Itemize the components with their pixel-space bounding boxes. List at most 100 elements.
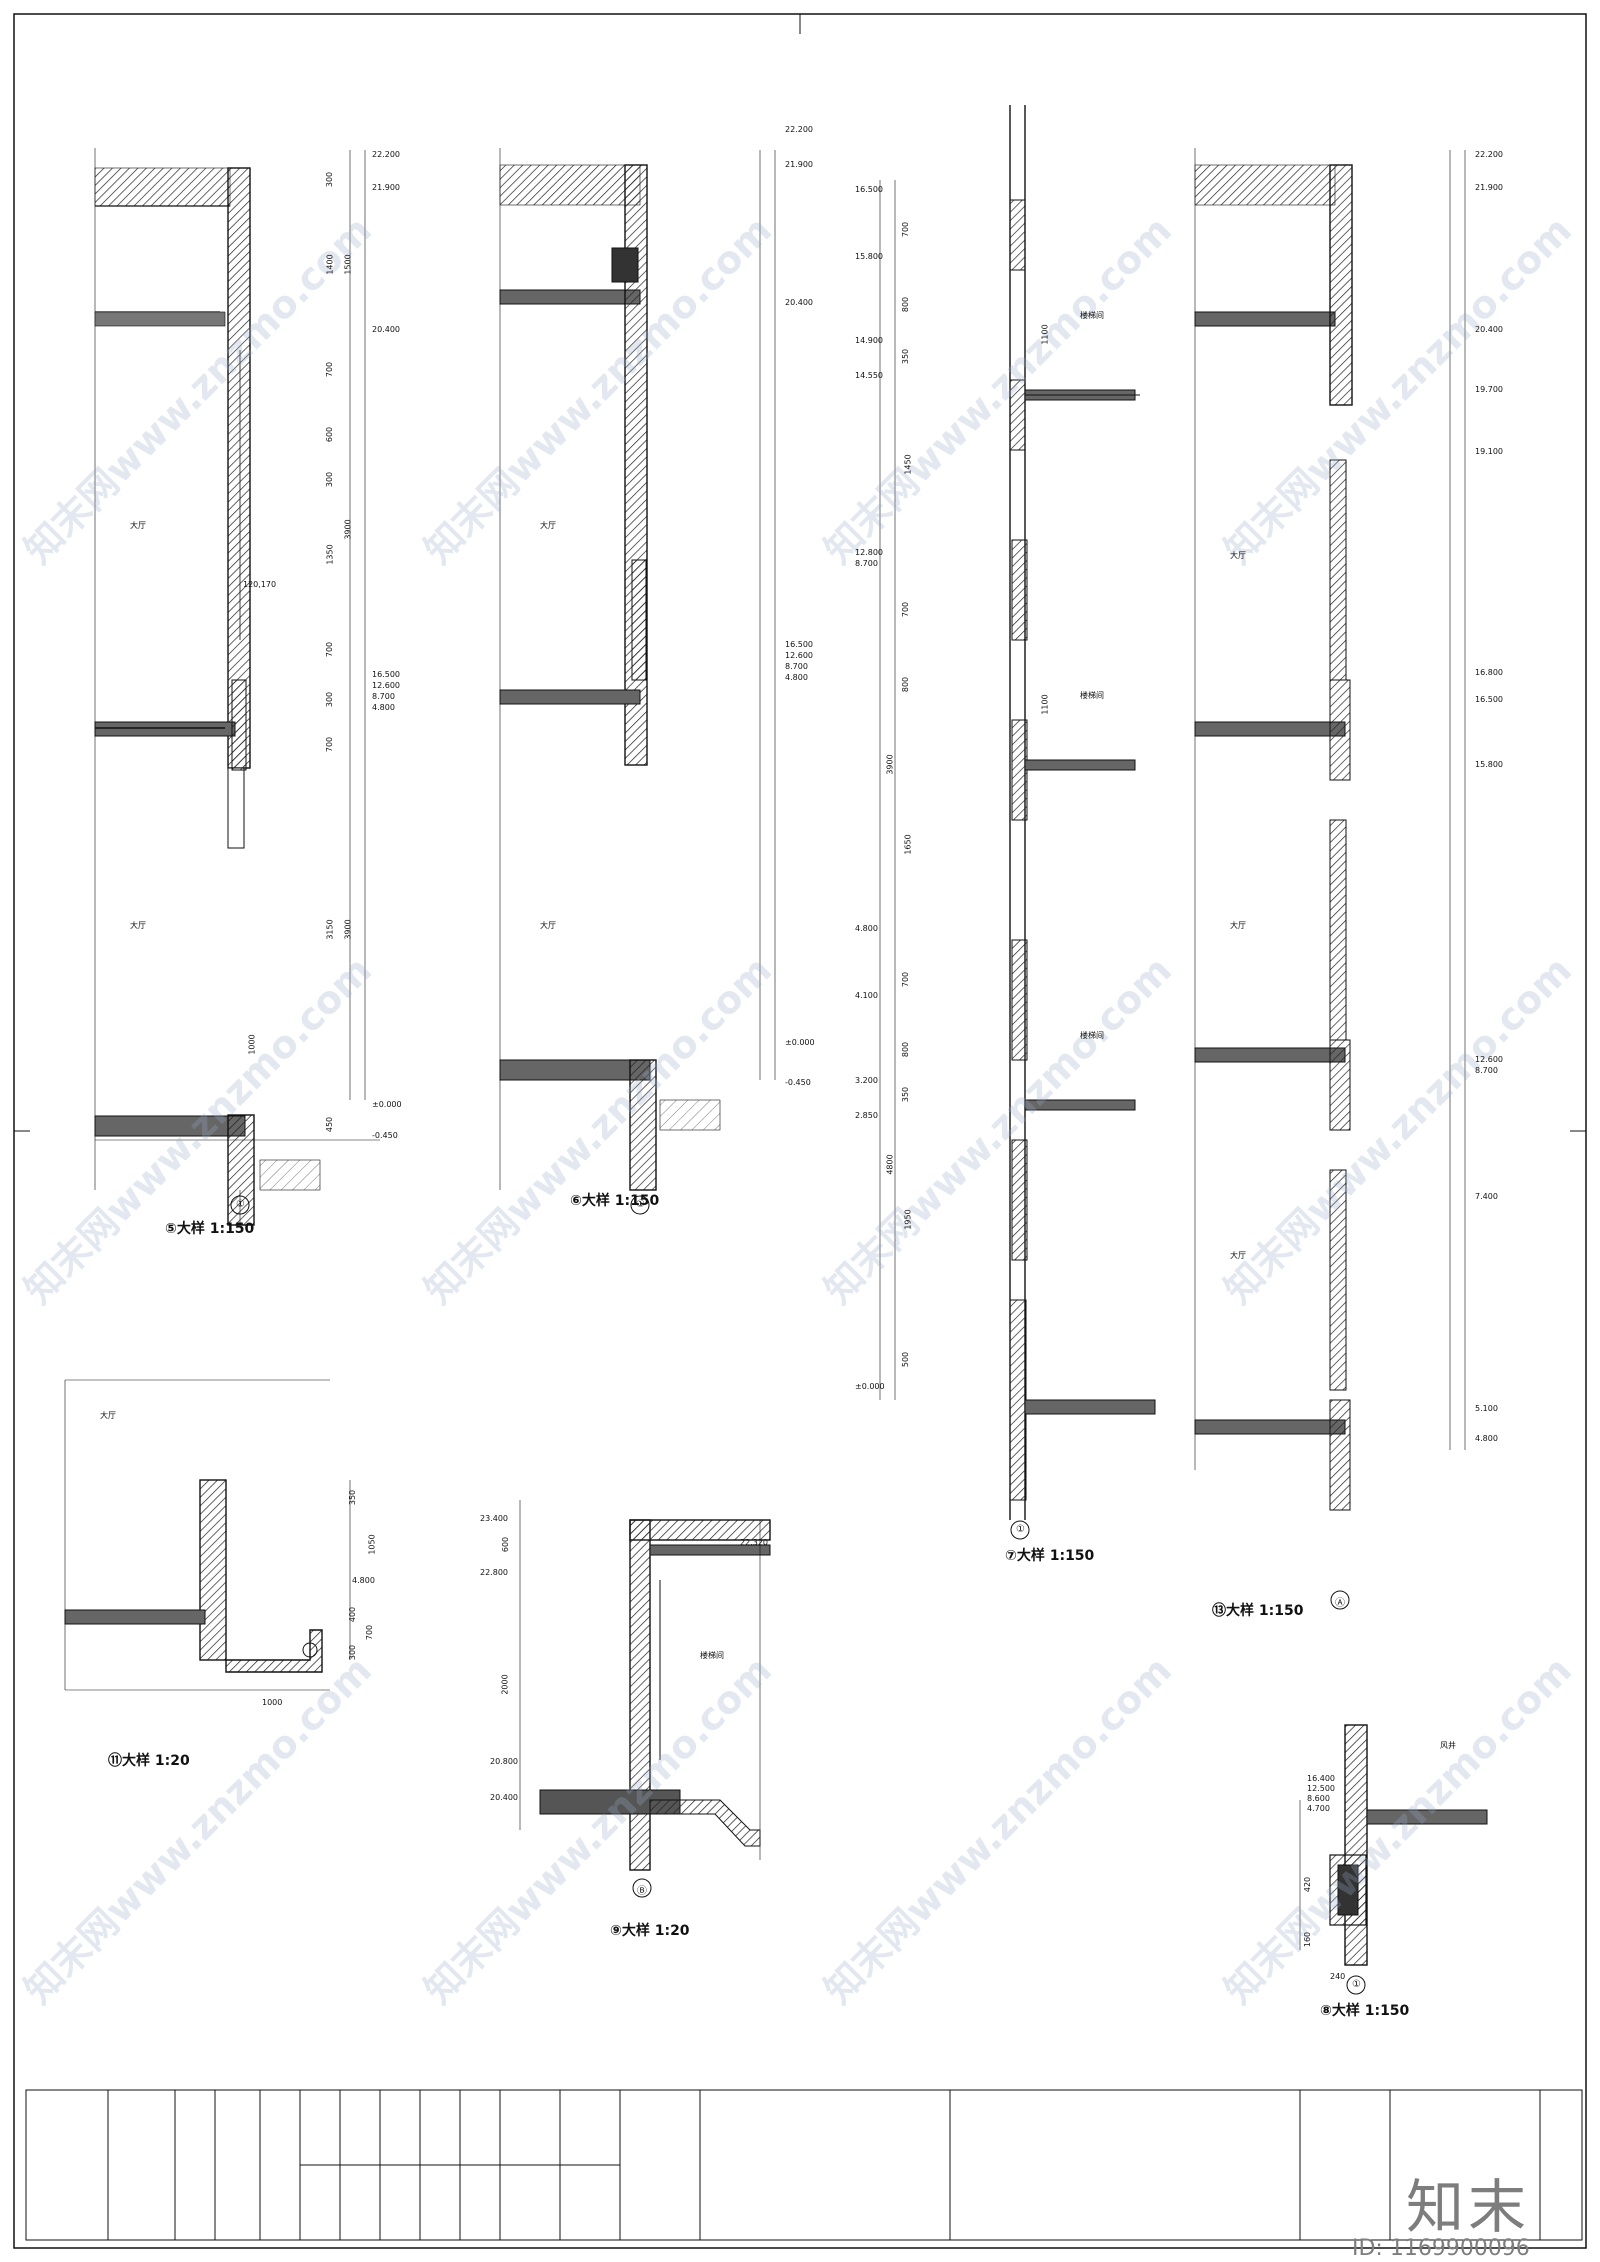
- dimension: 1100: [1040, 324, 1050, 345]
- detail-9-section: [519, 1500, 771, 1898]
- elevation-mark: 23.400: [480, 1514, 508, 1523]
- elevation-mark: 15.800: [1475, 760, 1503, 769]
- dimension: 1000: [247, 1034, 257, 1055]
- grid-mark-d6: ①: [636, 1199, 645, 1210]
- image-id: ID: 1169900096: [1352, 2236, 1530, 2261]
- elevation-mark: 8.700: [785, 662, 808, 671]
- dimension: 700: [325, 641, 335, 658]
- elevation-mark: 12.500: [1307, 1784, 1335, 1793]
- elevation-mark: 4.700: [1307, 1804, 1330, 1813]
- detail-label-8: ⑧大样 1:150: [1320, 2003, 1410, 2019]
- room-label: 大厅: [1230, 1251, 1246, 1260]
- elevation-mark: 5.100: [1475, 1404, 1498, 1413]
- detail-label-11: ⑪大样 1:20: [108, 1753, 190, 1769]
- brand-logo: 知末: [1406, 2173, 1531, 2241]
- elevation-mark: 22.800: [480, 1568, 508, 1577]
- dimension: 300: [348, 1644, 358, 1661]
- dimension: 1650: [903, 834, 913, 855]
- dimension: 350: [901, 1086, 911, 1103]
- elevation-mark: 16.500: [372, 670, 400, 679]
- dimension: 3900: [885, 754, 895, 775]
- elevation-mark: 20.400: [372, 325, 400, 334]
- dimension: 2000: [500, 1674, 510, 1695]
- elevation-mark: -0.450: [785, 1078, 811, 1087]
- elevation-mark: 16.800: [1475, 668, 1503, 677]
- dimension: 1400: [325, 254, 335, 275]
- detail-11-section: [64, 1379, 351, 1691]
- dimension: 1950: [903, 1209, 913, 1230]
- title-block: [25, 2089, 1583, 2241]
- detail-label-13: ⑬大样 1:150: [1212, 1603, 1304, 1619]
- dimension: 120,170: [243, 580, 277, 589]
- grid-mark-d8: ①: [1352, 1979, 1361, 1990]
- elevation-mark: 4.800: [1475, 1434, 1498, 1443]
- detail-label-5: ⑤大样 1:150: [165, 1221, 255, 1237]
- dimension: 4800: [885, 1154, 895, 1175]
- elevation-mark: 14.550: [855, 371, 883, 380]
- room-label: 大厅: [130, 521, 146, 530]
- elevation-mark: 15.800: [855, 252, 883, 261]
- dimension: 3900: [343, 919, 353, 940]
- dimension: 350: [901, 348, 911, 365]
- dimension: 600: [325, 426, 335, 443]
- dimension: 1500: [343, 254, 353, 275]
- detail-label-6: ⑥大样 1:150: [570, 1193, 660, 1209]
- elevation-mark: 20.400: [490, 1793, 518, 1802]
- detail-13-section: [1194, 148, 1466, 1610]
- elevation-mark: 19.100: [1475, 447, 1503, 456]
- dimension: 300: [325, 171, 335, 188]
- dimension: 3150: [325, 919, 335, 940]
- elevation-mark: 4.800: [855, 924, 878, 933]
- elevation-mark: 14.900: [855, 336, 883, 345]
- detail-6-section: [499, 148, 776, 1215]
- room-label: 风井: [1440, 1741, 1456, 1750]
- room-label: 楼梯间: [700, 1651, 724, 1660]
- elevation-mark: 20.400: [785, 298, 813, 307]
- elevation-mark: 12.600: [372, 681, 400, 690]
- dimension: 1350: [325, 544, 335, 565]
- grid-mark-d7: ①: [1016, 1524, 1025, 1535]
- elevation-mark: 4.800: [785, 673, 808, 682]
- dimension: 450: [325, 1116, 335, 1133]
- room-label: 楼梯间: [1080, 311, 1104, 320]
- elevation-mark: 2.850: [855, 1111, 878, 1120]
- elevation-mark: 12.600: [785, 651, 813, 660]
- elevation-mark: 8.600: [1307, 1794, 1330, 1803]
- elevation-mark: 16.500: [1475, 695, 1503, 704]
- elevation-mark: 19.700: [1475, 385, 1503, 394]
- dimension: 160: [1303, 1931, 1313, 1948]
- room-label: 楼梯间: [1080, 691, 1104, 700]
- dimension: 350: [348, 1489, 358, 1506]
- elevation-mark: -0.450: [372, 1131, 398, 1140]
- elevation-mark: 22.200: [785, 125, 813, 134]
- room-label: 楼梯间: [1080, 1031, 1104, 1040]
- dimension: 800: [901, 296, 911, 313]
- elevation-mark: 4.100: [855, 991, 878, 1000]
- elevation-mark: 22.320: [740, 1538, 768, 1547]
- detail-label-7: ⑦大样 1:150: [1005, 1548, 1095, 1564]
- elevation-mark: ±0.000: [372, 1100, 402, 1109]
- dimension: 700: [901, 601, 911, 618]
- room-label: 大厅: [100, 1411, 116, 1420]
- elevation-mark: 20.800: [490, 1757, 518, 1766]
- dimension: 700: [325, 361, 335, 378]
- grid-mark-d13: Ⓐ: [1335, 1598, 1345, 1609]
- elevation-mark: ±0.000: [785, 1038, 815, 1047]
- room-label: 大厅: [540, 921, 556, 930]
- elevation-mark: 8.700: [372, 692, 395, 701]
- elevation-mark: 16.500: [785, 640, 813, 649]
- elevation-mark: 20.400: [1475, 325, 1503, 334]
- dimension: 800: [901, 676, 911, 693]
- room-label: 大厅: [130, 921, 146, 930]
- elevation-mark: 21.900: [785, 160, 813, 169]
- dimension: 1450: [903, 454, 913, 475]
- grid-mark-d9: Ⓑ: [637, 1886, 647, 1897]
- elevation-mark: 7.400: [1475, 1192, 1498, 1201]
- elevation-mark: ±0.000: [855, 1382, 885, 1391]
- dimension: 700: [325, 736, 335, 753]
- elevation-mark: 22.200: [372, 150, 400, 159]
- elevation-mark: 8.700: [855, 559, 878, 568]
- dimension: 700: [901, 221, 911, 238]
- elevation-mark: 3.200: [855, 1076, 878, 1085]
